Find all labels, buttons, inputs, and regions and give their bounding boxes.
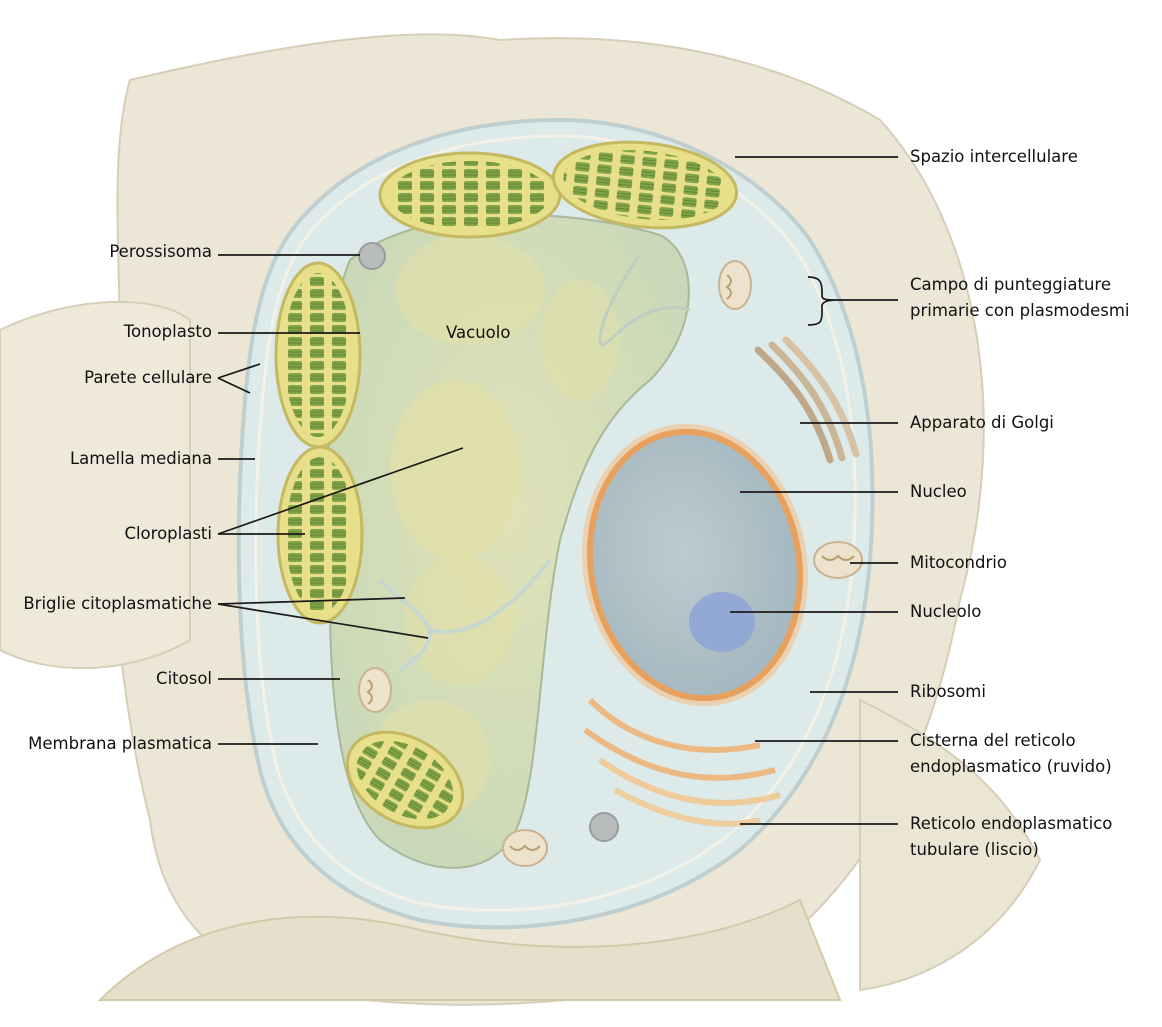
- label-cisterna-line2: endoplasmatico (ruvido): [910, 757, 1112, 776]
- leader-parete-b: [217, 377, 251, 394]
- golgi: [754, 336, 860, 464]
- label-campo-line1: Campo di punteggiature: [910, 275, 1111, 294]
- label-membrana-plasmatica: Membrana plasmatica: [28, 734, 212, 753]
- label-vacuolo: Vacuolo: [446, 323, 510, 342]
- label-apparato-golgi: Apparato di Golgi: [910, 413, 1054, 432]
- label-nucleo: Nucleo: [910, 482, 967, 501]
- label-citosol: Citosol: [156, 669, 212, 688]
- nucleus: [581, 423, 809, 707]
- label-spazio-intercellulare: Spazio intercellulare: [910, 147, 1078, 166]
- label-reticolo-line1: Reticolo endoplasmatico: [910, 814, 1112, 833]
- nucleolus: [689, 592, 755, 652]
- label-reticolo-line2: tubulare (liscio): [910, 840, 1039, 859]
- label-ribosomi: Ribosomi: [910, 682, 986, 701]
- label-parete-cellulare: Parete cellulare: [84, 368, 212, 387]
- label-briglie-citoplasmatiche: Briglie citoplasmatiche: [23, 594, 212, 613]
- peroxisome: [358, 242, 386, 270]
- chloroplasts: [274, 140, 739, 830]
- label-mitocondrio: Mitocondrio: [910, 553, 1007, 572]
- label-tonoplasto: Tonoplasto: [123, 322, 212, 341]
- leader-lines: [217, 156, 898, 825]
- leader-parete-a: [217, 363, 261, 379]
- leader-briglie-a: [217, 597, 406, 605]
- label-nucleolo: Nucleolo: [910, 602, 981, 621]
- rough-er: [583, 697, 781, 827]
- peroxisome-2: [589, 812, 619, 842]
- label-cloroplasti: Cloroplasti: [124, 524, 212, 543]
- mitochondria: [358, 260, 863, 867]
- cytoplasmic-strands: [378, 558, 552, 672]
- labels-left: Perossisoma Tonoplasto Parete cellulare …: [23, 242, 212, 753]
- label-campo-line2: primarie con plasmodesmi: [910, 301, 1129, 320]
- label-cisterna-line1: Cisterna del reticolo: [910, 731, 1076, 750]
- label-lamella-mediana: Lamella mediana: [70, 449, 212, 468]
- label-perossisoma: Perossisoma: [109, 242, 212, 261]
- leader-briglie-b: [217, 603, 429, 639]
- labels-right: Spazio intercellulare Campo di punteggia…: [910, 147, 1129, 859]
- leader-cloroplasti-a: [217, 447, 464, 535]
